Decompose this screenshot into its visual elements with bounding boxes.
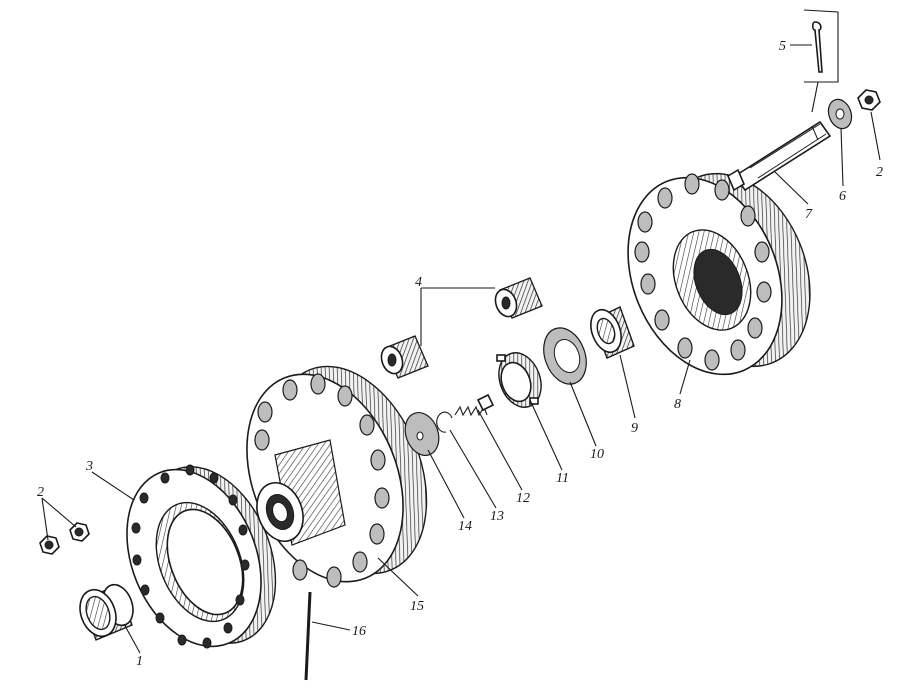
label-7: 7	[805, 207, 813, 222]
label-13: 13	[490, 509, 504, 524]
hub-holes	[254, 373, 390, 588]
part-12-spring	[454, 393, 495, 417]
part-8-housing	[627, 172, 811, 376]
part-5-cotter-pin	[803, 9, 839, 113]
flange-bolt-holes	[131, 464, 250, 649]
housing-holes	[634, 173, 772, 371]
label-4: 4	[415, 275, 422, 290]
label-2-left: 2	[37, 485, 44, 500]
label-3: 3	[85, 459, 93, 474]
label-5: 5	[779, 39, 786, 54]
part-9-bearing	[590, 306, 635, 359]
label-16: 16	[352, 624, 366, 639]
gear-lower	[380, 335, 429, 379]
label-8: 8	[674, 397, 681, 412]
part-6-washer	[827, 98, 853, 130]
part-15-hub	[246, 365, 428, 588]
part-4-gears	[380, 277, 543, 379]
label-11: 11	[556, 471, 569, 486]
part-3-flange-ring	[126, 464, 277, 649]
part-labels: 1 2 3 4 5 6 7 8 9 10 11 12 13 14 15 16 2	[37, 39, 883, 669]
label-12: 12	[516, 491, 530, 506]
part-2-nut-right	[857, 89, 881, 111]
label-1: 1	[136, 654, 143, 669]
part-14-washer	[404, 412, 440, 456]
label-14: 14	[458, 519, 472, 534]
part-13-snap-ring	[436, 411, 453, 433]
label-10: 10	[590, 447, 604, 462]
part-7-shaft	[726, 120, 832, 192]
label-9: 9	[631, 421, 638, 436]
part-2-nuts-left	[39, 522, 90, 555]
label-15: 15	[410, 599, 424, 614]
part-1-bushing	[79, 583, 134, 641]
leader-lines	[41, 44, 881, 654]
gear-upper	[494, 277, 543, 319]
label-6: 6	[839, 189, 846, 204]
label-2-right: 2	[876, 165, 883, 180]
part-16-pin	[304, 591, 312, 681]
part-10-tab-washer	[543, 327, 587, 385]
part-11-lock-nut	[496, 352, 542, 408]
